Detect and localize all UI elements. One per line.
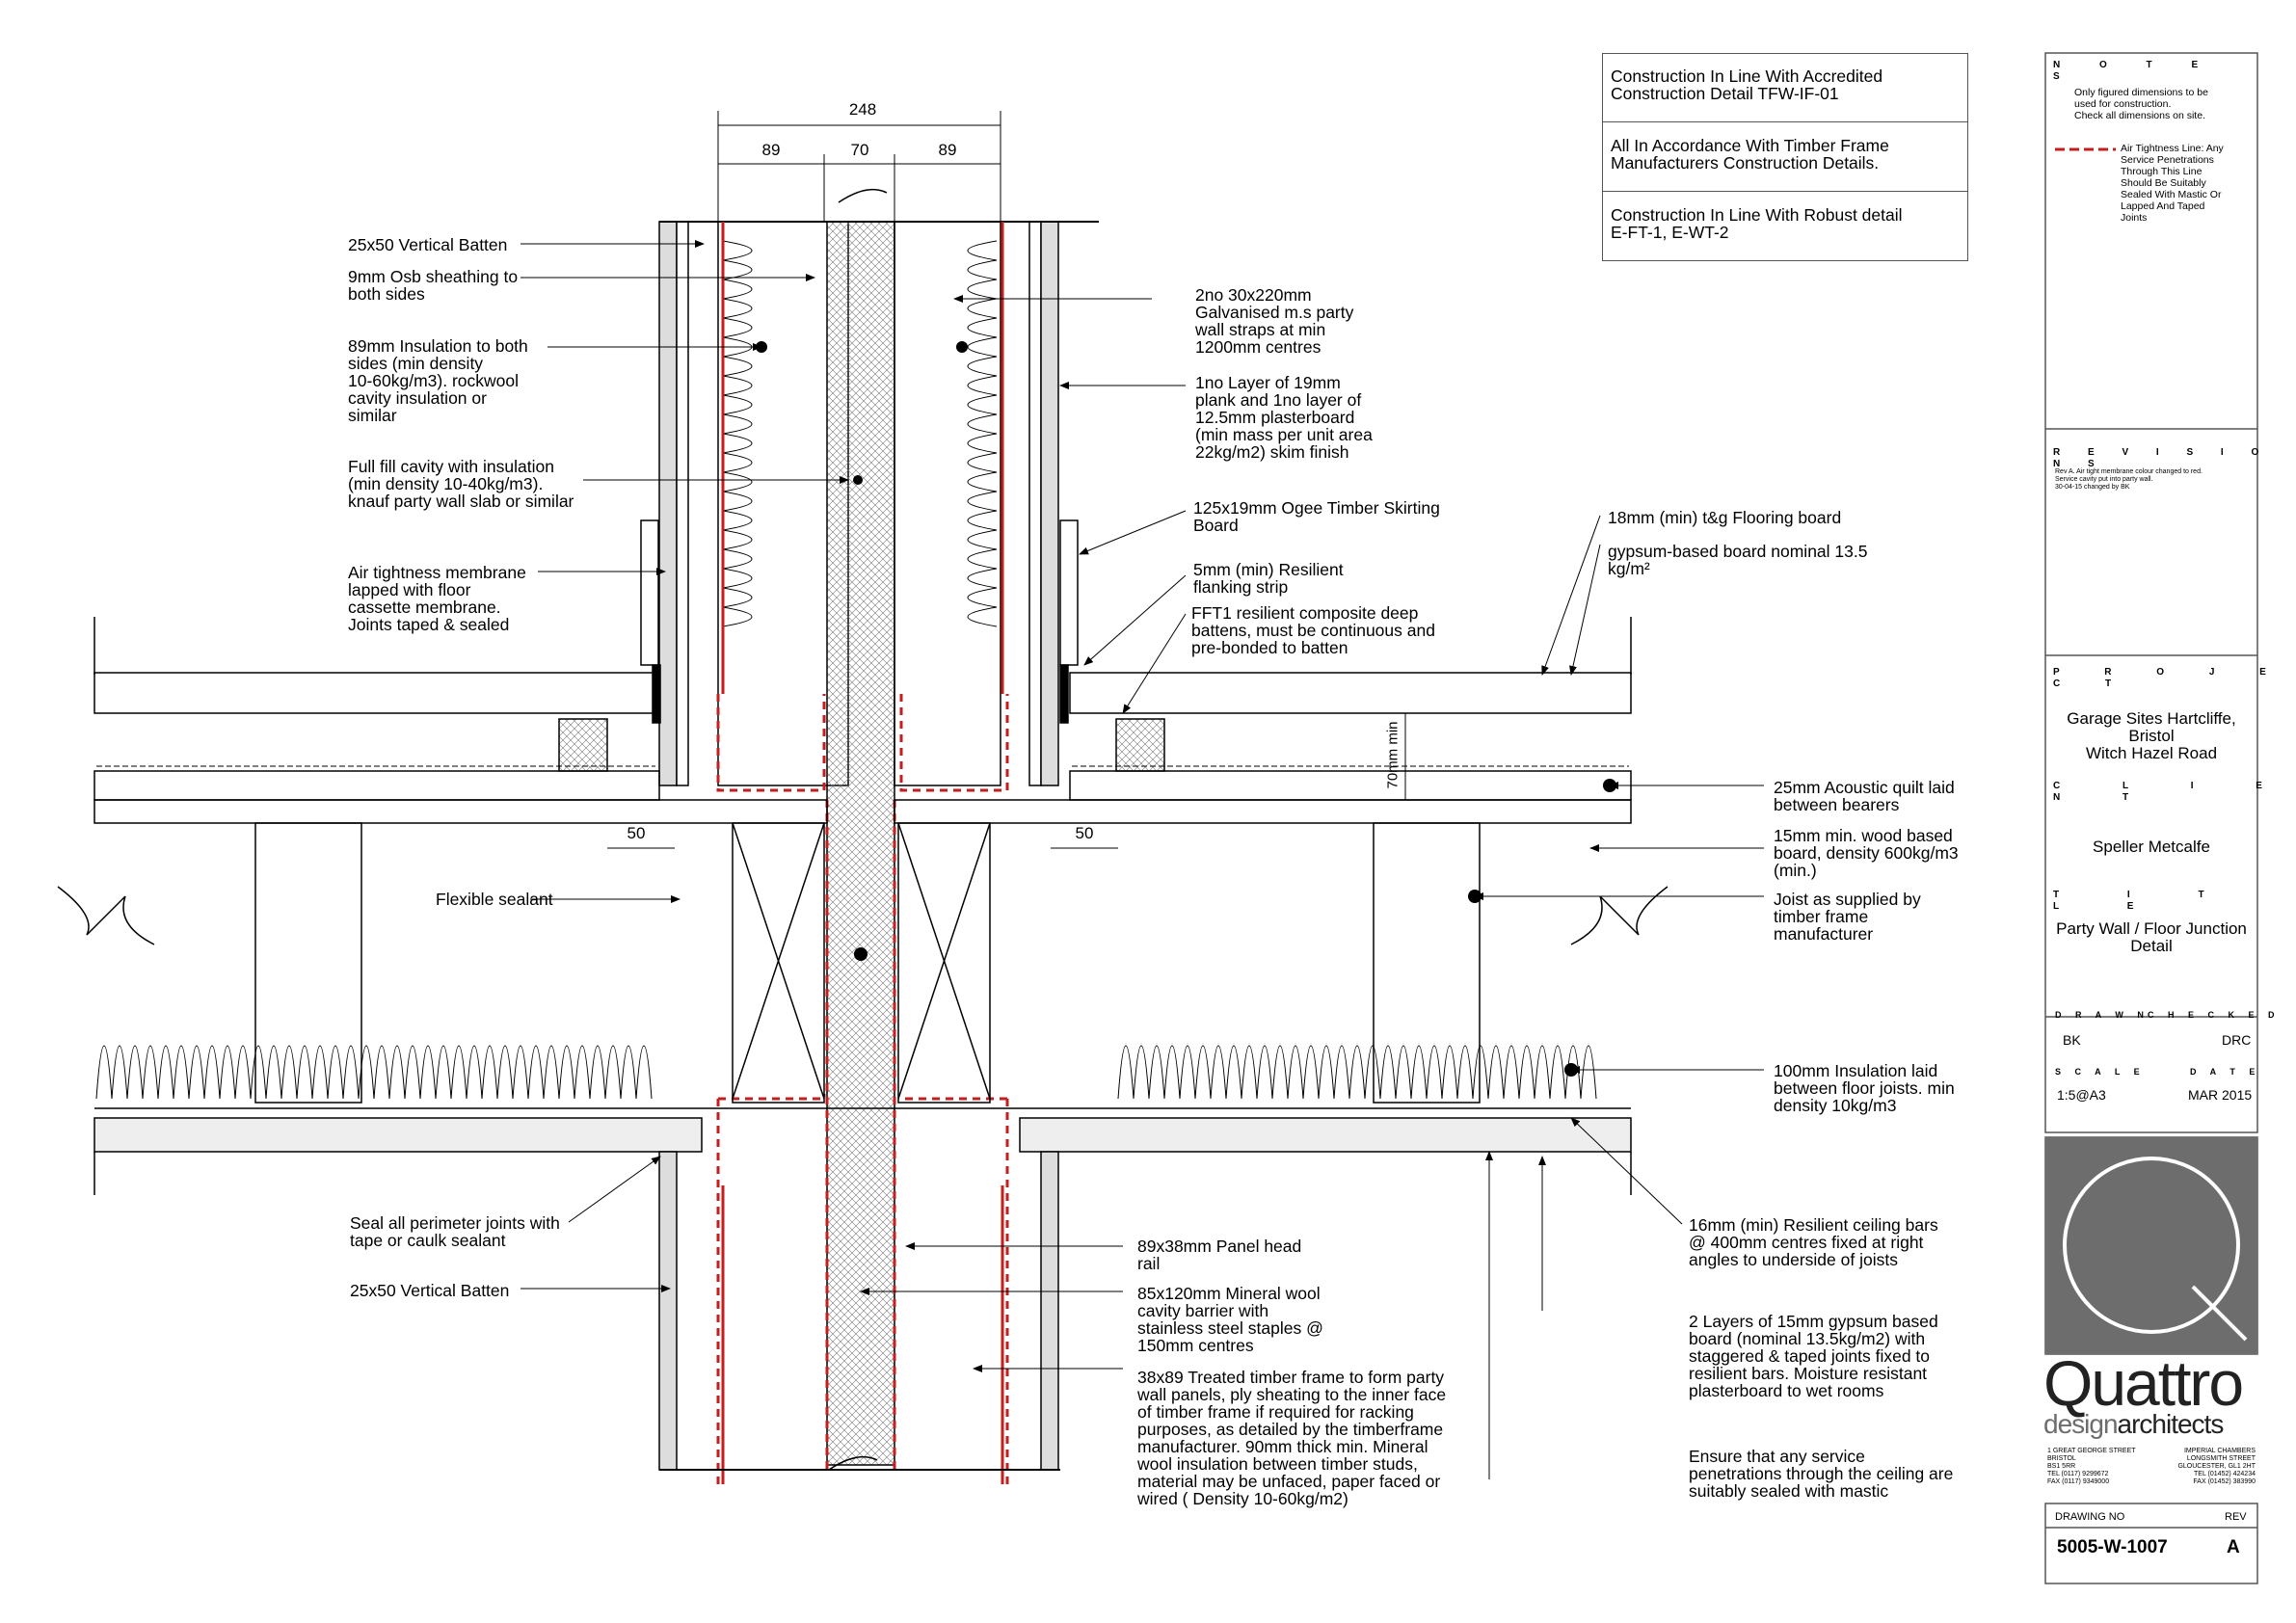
label-panel-head: 89x38mm Panel head rail bbox=[1137, 1237, 1302, 1273]
label-ceiling-bars: 16mm (min) Resilient ceiling bars @ 400m… bbox=[1689, 1215, 1938, 1269]
label-straps: 2no 30x220mm Galvanised m.s party wall s… bbox=[1195, 285, 1354, 357]
revisions-heading: R E V I S I O N S bbox=[2053, 447, 2272, 469]
scale-heading: S C A L E bbox=[2055, 1067, 2146, 1077]
label-acoustic: 25mm Acoustic quilt laid between bearers bbox=[1774, 778, 1955, 814]
revisions-text: Rev A. Air tight membrane colour changed… bbox=[2055, 468, 2203, 491]
notes-heading: N O T E S bbox=[2053, 60, 2217, 82]
date-value: MAR 2015 bbox=[2188, 1087, 2253, 1103]
label-wood-board: 15mm min. wood based board, density 600k… bbox=[1774, 826, 1959, 880]
logo-sub-bold: architects bbox=[2117, 1409, 2225, 1439]
rev-heading: REV bbox=[2225, 1511, 2247, 1523]
logo-text: Quattro designarchitects bbox=[2043, 1351, 2265, 1438]
dim-right: 89 bbox=[938, 141, 957, 159]
dim-gap-left: 50 bbox=[627, 824, 646, 842]
logo-sub: designarchitects bbox=[2043, 1411, 2265, 1438]
label-gypsum-layers: 2 Layers of 15mm gypsum based board (nom… bbox=[1689, 1312, 1938, 1400]
label-fft1: FFT1 resilient composite deep battens, m… bbox=[1191, 603, 1435, 657]
party-wall-upper bbox=[658, 221, 1099, 1466]
label-gypsum: gypsum-based board nominal 13.5 kg/m² bbox=[1608, 542, 1868, 578]
logo-main: Quattro bbox=[2043, 1347, 2244, 1419]
legend-text: Air Tightness Line: Any Service Penetrat… bbox=[2121, 143, 2224, 224]
floor-structure bbox=[93, 672, 1632, 1471]
label-plank: 1no Layer of 19mm plank and 1no layer of… bbox=[1195, 373, 1373, 462]
drawing-title: Party Wall / Floor Junction Detail bbox=[2056, 919, 2247, 955]
dim-min-depth: 70mm min bbox=[1384, 721, 1402, 789]
revision-letter: A bbox=[2227, 1537, 2240, 1557]
label-osb: 9mm Osb sheathing to both sides bbox=[348, 267, 519, 304]
client-name: Speller Metcalfe bbox=[2093, 838, 2210, 856]
address-left: 1 GREAT GEORGE STREET BRISTOL BS1 5RR TE… bbox=[2047, 1448, 2136, 1485]
label-joist: Joist as supplied by timber frame manufa… bbox=[1774, 890, 1921, 944]
project-heading: P R O J E C T bbox=[2053, 667, 2287, 689]
label-service: Ensure that any service penetrations thr… bbox=[1689, 1447, 1954, 1501]
leader-lines bbox=[521, 240, 1764, 1479]
dimension-lines bbox=[607, 111, 1406, 849]
label-insulation-89: 89mm Insulation to both sides (min densi… bbox=[348, 336, 528, 425]
checked-heading: C H E C K E D bbox=[2148, 1010, 2281, 1020]
label-skirting: 125x19mm Ogee Timber Skirting Board bbox=[1193, 498, 1440, 535]
label-treated-timber: 38x89 Treated timber frame to form party… bbox=[1137, 1368, 1447, 1508]
date-heading: D A T E bbox=[2190, 1067, 2261, 1077]
notes-box: Construction In Line With Accredited Con… bbox=[1602, 53, 1968, 261]
quattro-logo-graphic bbox=[2045, 1137, 2257, 1354]
title-heading: T I T L E bbox=[2053, 890, 2237, 912]
scale-value: 1:5@A3 bbox=[2057, 1087, 2106, 1103]
label-air-membrane: Air tightness membrane lapped with floor… bbox=[348, 563, 526, 634]
skirting bbox=[640, 519, 1079, 724]
title-block: N O T E S Only figured dimensions to be … bbox=[2053, 60, 2250, 121]
label-flexible-sealant: Flexible sealant bbox=[436, 890, 553, 909]
break-lines bbox=[57, 188, 1669, 1471]
project-name: Garage Sites Hartcliffe, Bristol Witch H… bbox=[2067, 709, 2236, 762]
drawn-by: BK bbox=[2063, 1032, 2081, 1048]
label-flanking: 5mm (min) Resilient flanking strip bbox=[1193, 560, 1344, 597]
drawing-number: 5005-W-1007 bbox=[2057, 1537, 2168, 1557]
logo-sub-light: design bbox=[2043, 1409, 2119, 1439]
checked-by: DRC bbox=[2222, 1032, 2252, 1048]
label-mineral-wool: 85x120mm Mineral wool cavity barrier wit… bbox=[1137, 1284, 1323, 1355]
label-seal-perimeter: Seal all perimeter joints with tape or c… bbox=[350, 1213, 560, 1250]
note-accredited: Construction In Line With Accredited Con… bbox=[1611, 67, 1883, 103]
note-manufacturer: All In Accordance With Timber Frame Manu… bbox=[1611, 136, 1889, 173]
address-right: IMPERIAL CHAMBERS LONGSMITH STREET GLOUC… bbox=[2177, 1448, 2256, 1485]
dim-middle: 70 bbox=[850, 141, 869, 159]
dim-overall: 248 bbox=[848, 100, 877, 119]
label-batten-top: 25x50 Vertical Batten bbox=[348, 235, 508, 254]
notes-text: Only figured dimensions to be used for c… bbox=[2074, 87, 2208, 121]
dim-gap-right: 50 bbox=[1075, 824, 1094, 842]
label-flooring: 18mm (min) t&g Flooring board bbox=[1608, 508, 1842, 527]
label-insulation-100: 100mm Insulation laid between floor jois… bbox=[1774, 1061, 1955, 1115]
label-batten-bottom: 25x50 Vertical Batten bbox=[350, 1281, 510, 1300]
floor-insulation bbox=[95, 765, 1629, 1100]
drawn-heading: D R A W N bbox=[2055, 1010, 2149, 1020]
leader-dots bbox=[756, 341, 1616, 1077]
dim-left: 89 bbox=[761, 141, 781, 159]
note-robust: Construction In Line With Robust detail … bbox=[1611, 205, 1903, 242]
drawing-no-heading: DRAWING NO bbox=[2055, 1511, 2125, 1523]
client-heading: C L I E N T bbox=[2053, 781, 2292, 803]
label-full-fill: Full fill cavity with insulation (min de… bbox=[348, 457, 574, 511]
